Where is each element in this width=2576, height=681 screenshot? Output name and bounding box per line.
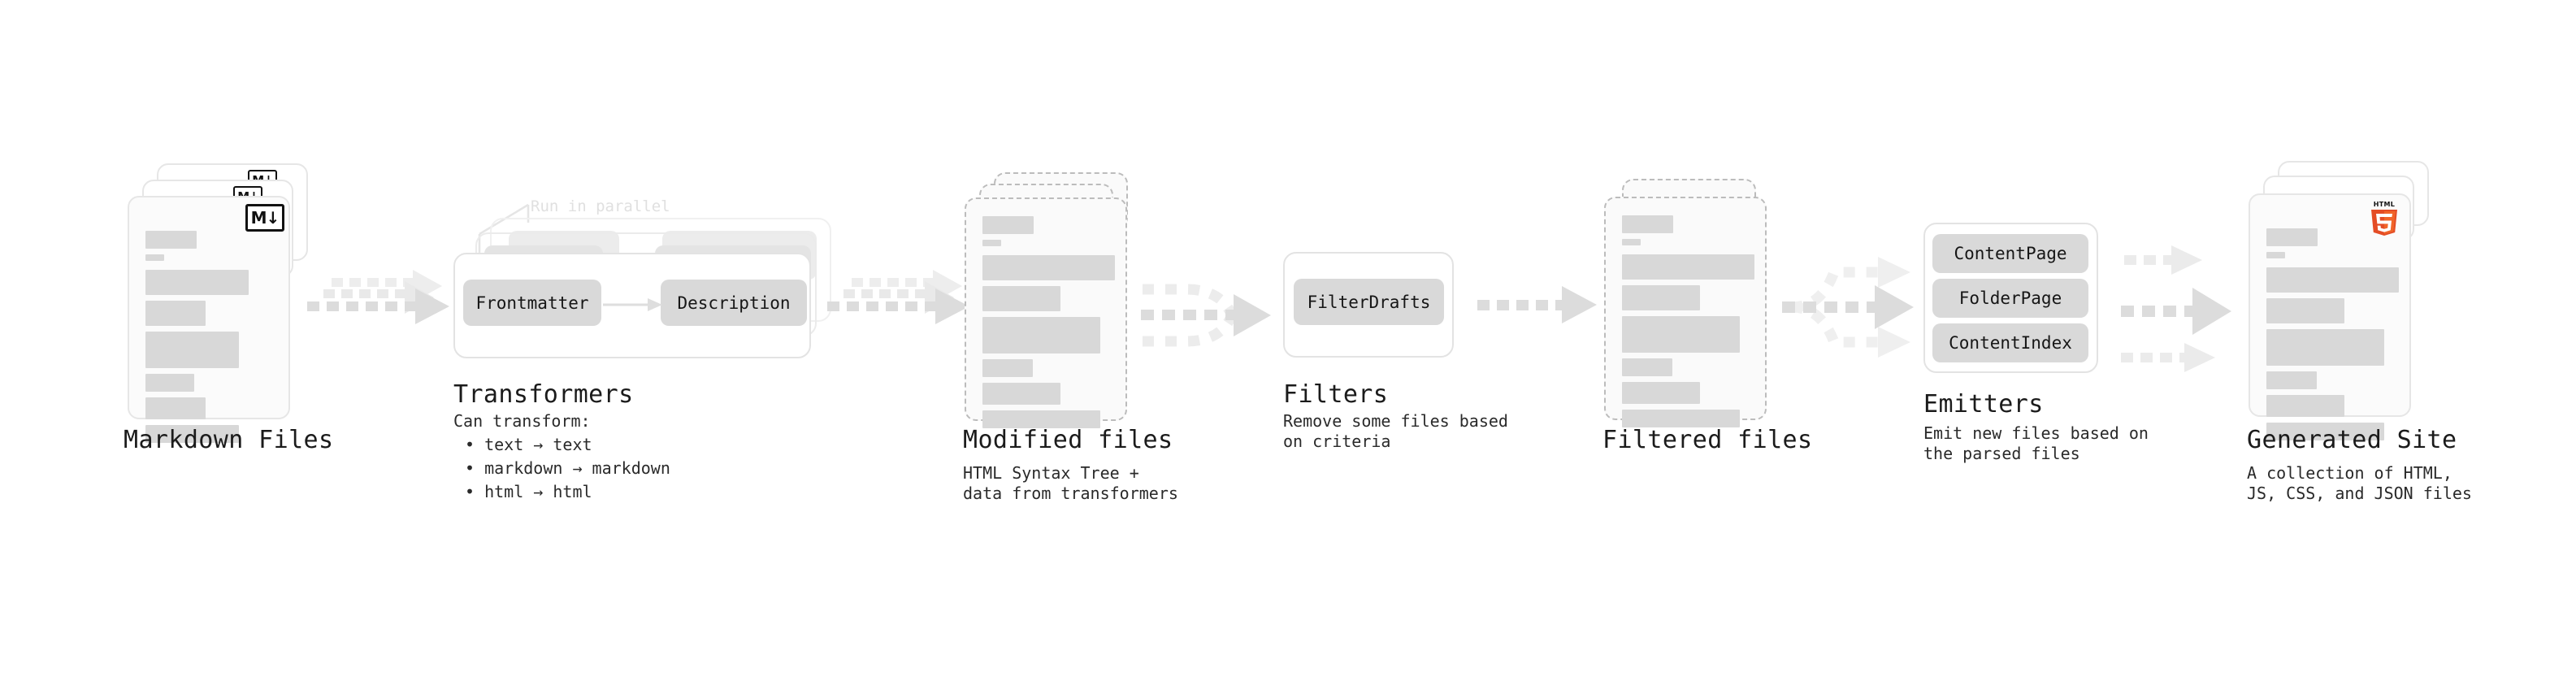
content-line xyxy=(145,374,194,392)
content-line xyxy=(982,317,1100,354)
content-line xyxy=(2266,423,2384,440)
stage-title-filters: Filters xyxy=(1283,380,1389,409)
site-card-content-lines xyxy=(2266,228,2399,446)
content-line xyxy=(1622,358,1672,376)
content-line xyxy=(1622,316,1740,353)
content-line xyxy=(2266,228,2318,246)
transformer-chip-description-label: Description xyxy=(677,293,791,313)
content-line xyxy=(982,410,1100,428)
content-line xyxy=(2266,298,2344,323)
content-line xyxy=(145,270,249,295)
content-line xyxy=(982,216,1034,234)
content-line xyxy=(145,301,206,326)
svg-text:HTML: HTML xyxy=(2374,201,2395,208)
content-line xyxy=(2266,371,2317,389)
generated-site-stack: CSS HTML xyxy=(2249,161,2444,440)
transformer-arrow-front xyxy=(603,298,662,311)
stage-desc-generated-site: A collection of HTML, JS, CSS, and JSON … xyxy=(2247,463,2472,503)
filter-chip-filterdrafts-label: FilterDrafts xyxy=(1307,292,1431,312)
markdown-card-content-lines xyxy=(145,231,249,449)
filtered-card-content-lines xyxy=(1622,215,1754,433)
stage-desc-emitters: Emit new files based on the parsed files xyxy=(1923,423,2149,463)
stage-desc-filters: Remove some files based on criteria xyxy=(1283,411,1508,451)
emitter-chip-contentindex-label: ContentIndex xyxy=(1949,333,2072,353)
content-line xyxy=(2266,267,2399,293)
content-line xyxy=(145,332,239,368)
stage-bullet-text-to-text: • text → text xyxy=(465,435,592,454)
transformer-chip-frontmatter[interactable]: Frontmatter xyxy=(463,280,601,326)
content-line xyxy=(982,240,1001,246)
content-line xyxy=(1622,285,1700,310)
transformer-chip-frontmatter-label: Frontmatter xyxy=(475,293,589,313)
content-line xyxy=(2266,395,2344,417)
emitter-chip-folderpage[interactable]: FolderPage xyxy=(1932,279,2088,318)
markdown-badge: M↓ xyxy=(245,204,284,232)
filtered-files-stack xyxy=(1604,179,1791,431)
content-line xyxy=(982,286,1060,311)
stage-bullet-markdown-to-markdown: • markdown → markdown xyxy=(465,458,670,478)
stage-title-generated-site: Generated Site xyxy=(2247,426,2457,454)
stage-title-markdown-files: Markdown Files xyxy=(124,426,334,454)
content-line xyxy=(1622,215,1673,233)
content-line xyxy=(982,255,1115,280)
content-line xyxy=(1622,410,1740,427)
html5-icon: HTML xyxy=(2371,201,2397,236)
stage-title-filtered-files: Filtered files xyxy=(1602,426,1813,454)
modified-card-content-lines xyxy=(982,216,1115,434)
markdown-badge-text: M↓ xyxy=(250,208,280,228)
content-line xyxy=(2266,329,2384,366)
stage-title-modified-files: Modified files xyxy=(963,426,1173,454)
emitter-chip-folderpage-label: FolderPage xyxy=(1958,288,2062,308)
emitter-chip-contentpage-label: ContentPage xyxy=(1954,244,2067,263)
run-in-parallel-note: Run in parallel xyxy=(531,197,670,215)
connector-modified-to-filters xyxy=(1141,284,1271,347)
stage-bullet-html-to-html: • html → html xyxy=(465,482,592,501)
modified-files-stack xyxy=(965,172,1151,428)
stage-desc-transformers-intro: Can transform: xyxy=(453,411,591,431)
connector-transformers-to-modified xyxy=(827,270,969,324)
stage-desc-modified-files: HTML Syntax Tree + data from transformer… xyxy=(963,463,1178,503)
content-line xyxy=(1622,382,1700,404)
content-line xyxy=(982,359,1033,377)
filter-chip-filterdrafts[interactable]: FilterDrafts xyxy=(1294,279,1444,325)
connector-markdown-to-transformers xyxy=(307,270,449,324)
content-line xyxy=(1622,254,1754,280)
content-line xyxy=(982,383,1060,405)
emitter-chip-contentindex[interactable]: ContentIndex xyxy=(1932,323,2088,362)
content-line xyxy=(2266,252,2285,258)
connector-emitters-to-site xyxy=(2121,245,2231,372)
content-line xyxy=(145,397,206,419)
stage-title-transformers: Transformers xyxy=(453,380,634,409)
content-line xyxy=(145,231,197,249)
transformer-chip-description[interactable]: Description xyxy=(661,280,807,326)
content-line xyxy=(145,254,164,261)
stage-title-emitters: Emitters xyxy=(1923,390,2044,419)
content-line xyxy=(145,425,239,443)
connector-filtered-to-emitters xyxy=(1782,257,1914,358)
connector-filters-to-filtered xyxy=(1477,286,1597,323)
emitter-chip-contentpage[interactable]: ContentPage xyxy=(1932,234,2088,273)
content-line xyxy=(1622,239,1641,245)
markdown-files-stack: M↓ M↓ M↓ xyxy=(128,163,314,443)
